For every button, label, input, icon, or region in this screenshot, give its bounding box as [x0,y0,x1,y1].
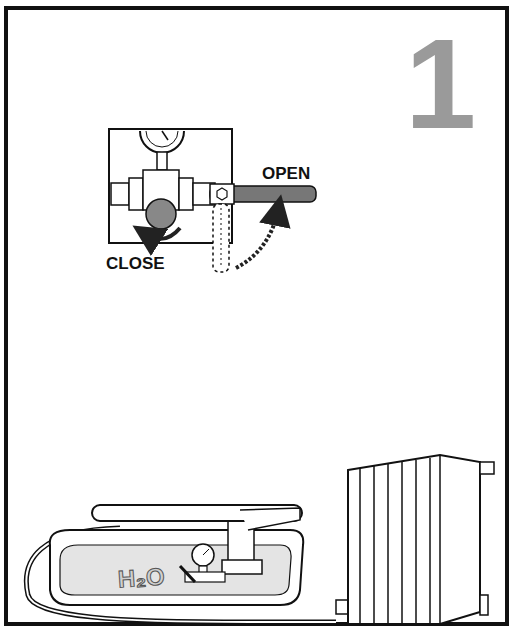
water-label: H₂O [117,564,165,591]
radiator-fins [360,458,430,624]
test-pump [50,505,303,605]
frame [6,8,507,624]
step-number: 1 [405,20,476,148]
open-label: OPEN [262,165,310,182]
hose [26,528,336,622]
hose [26,528,336,622]
valve-inset [109,129,316,272]
radiator [336,455,494,624]
close-label: CLOSE [106,255,165,272]
